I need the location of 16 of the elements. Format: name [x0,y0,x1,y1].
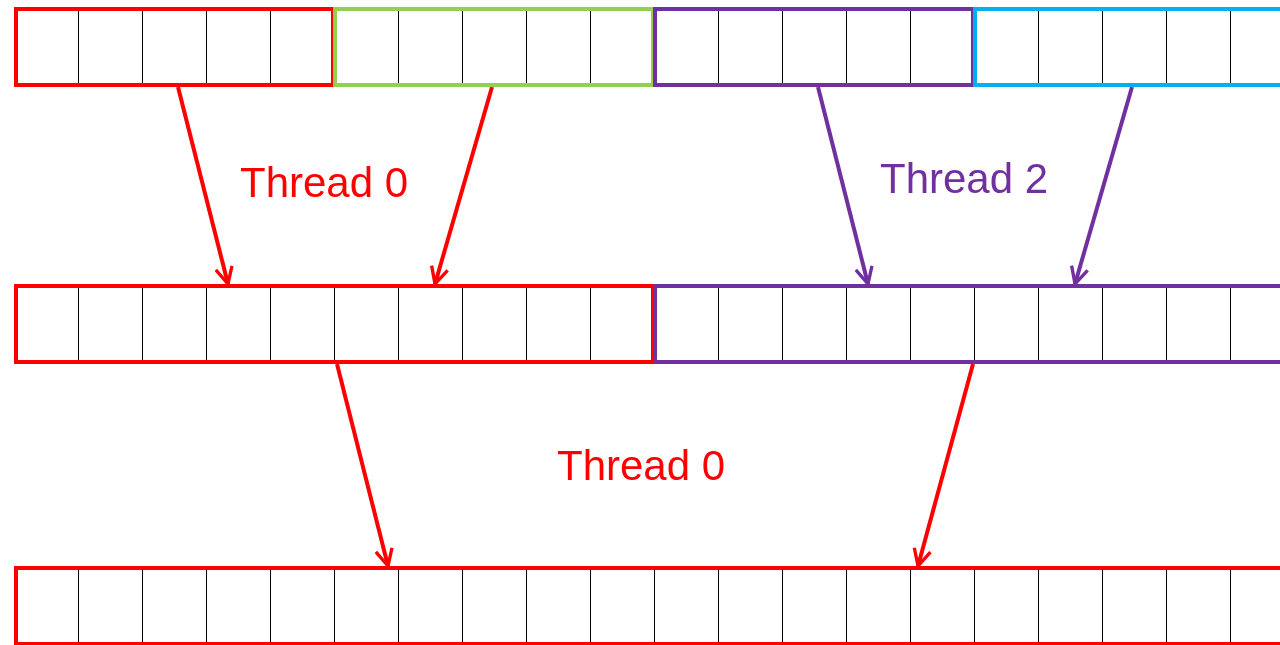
array-segment [653,7,975,87]
arrow [1069,86,1134,286]
array-segment [14,284,655,364]
thread-label: Thread 2 [880,158,1049,200]
thread-label: Thread 0 [240,162,409,204]
array-segment [14,566,1280,645]
arrow [176,86,234,286]
array-segment [333,7,655,87]
array-segment [973,7,1280,87]
array-segment [14,7,335,87]
thread-label: Thread 0 [557,445,726,487]
arrow [335,363,394,568]
arrow [912,363,975,568]
arrow [429,86,494,286]
arrow [816,86,874,286]
array-segment [653,284,1280,364]
